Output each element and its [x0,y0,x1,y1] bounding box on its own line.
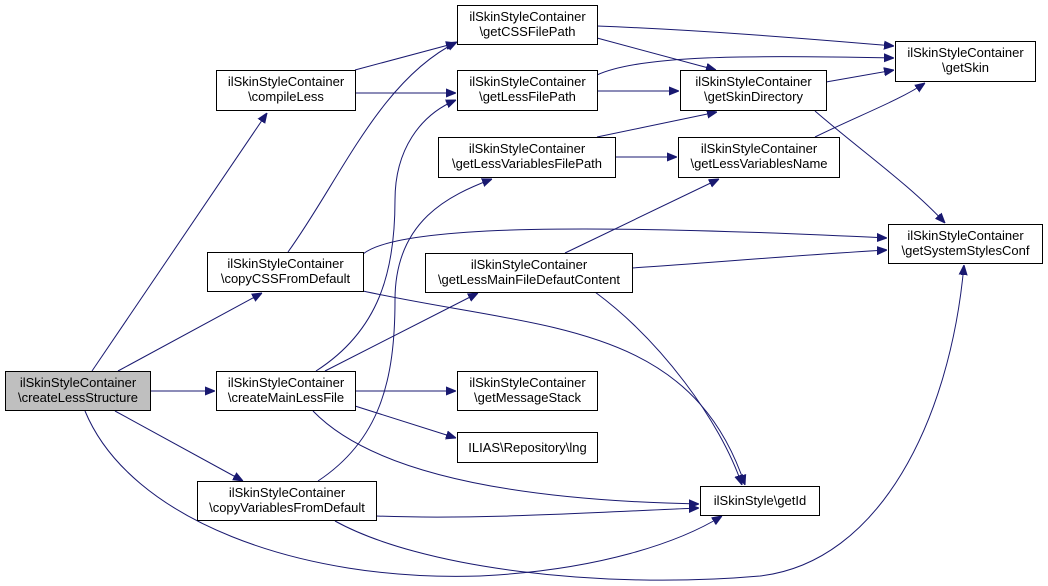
node-get-less-variables-name[interactable]: ilSkinStyleContainer \getLessVariablesNa… [678,137,840,178]
node-class-label: ilSkinStyleContainer [701,141,818,156]
edge-getLessFilePath-getSkin [596,57,894,76]
node-method-label: \compileLess [248,89,324,104]
node-label: ilSkinStyle\getId [714,493,807,508]
node-box[interactable] [457,5,598,45]
node-box[interactable] [457,70,598,111]
node-get-less-variables-file-path[interactable]: ilSkinStyleContainer \getLessVariablesFi… [438,137,616,178]
node-box[interactable] [457,432,598,463]
node-method-label: \copyCSSFromDefault [221,271,351,286]
node-compile-less[interactable]: ilSkinStyleContainer \compileLess [216,70,356,111]
node-box [5,371,151,411]
edge-createLessStructure-copyVariablesFromDefault [114,410,243,481]
node-get-less-main-file-defaut-content[interactable]: ilSkinStyleContainer \getLessMainFileDef… [425,253,633,293]
node-box[interactable] [888,224,1043,264]
node-method-label: \getLessMainFileDefautContent [438,272,620,287]
node-box[interactable] [216,371,356,411]
node-get-system-styles-conf[interactable]: ilSkinStyleContainer \getSystemStylesCon… [888,224,1043,264]
node-method-label: \getSkinDirectory [704,89,803,104]
edge-getSkinDirectory-getSkin [825,70,894,83]
node-box[interactable] [197,481,377,521]
edge-getLessVariablesFilePath-getSkinDirectory [596,112,717,138]
node-method-label: \createLessStructure [18,390,138,405]
nodes: ilSkinStyleContainer \createLessStructur… [5,5,1043,521]
node-class-label: ilSkinStyleContainer [469,9,586,24]
node-class-label: ilSkinStyleContainer [907,45,1024,60]
node-method-label: \getLessVariablesFilePath [452,156,602,171]
node-box[interactable] [425,253,633,293]
node-class-label: ilSkinStyleContainer [469,375,586,390]
edge-getLessVariablesName-getSkin [814,83,925,138]
edge-copyCSSFromDefault-getId [362,290,745,485]
edge-copyVariablesFromDefault-getSystemStylesConf [334,265,964,581]
edge-createMainLessFile-getLessFilePath [315,100,456,372]
node-method-label: \createMainLessFile [228,390,344,405]
node-method-label: \getSkin [942,60,989,75]
edge-copyCSSFromDefault-getCSSFilePath [287,42,457,253]
node-method-label: \getMessageStack [474,390,581,405]
edge-createLessStructure-compileLess [91,113,267,372]
node-box[interactable] [207,252,364,292]
node-box[interactable] [216,70,356,111]
node-box[interactable] [680,70,827,111]
node-copy-variables-from-default[interactable]: ilSkinStyleContainer \copyVariablesFromD… [197,481,377,521]
edges [84,25,964,581]
node-class-label: ilSkinStyleContainer [228,74,345,89]
node-method-label: \getCSSFilePath [479,24,575,39]
edge-createLessStructure-copyCSSFromDefault [117,293,262,372]
edge-getLessMainFileDefautContent-getSystemStylesConf [631,250,887,269]
edge-createMainLessFile-getId [312,410,699,504]
node-class-label: ilSkinStyleContainer [469,141,586,156]
node-class-label: ilSkinStyleContainer [20,375,137,390]
node-method-label: \getLessVariablesName [690,156,827,171]
node-box[interactable] [895,41,1036,82]
node-create-main-less-file[interactable]: ilSkinStyleContainer \createMainLessFile [216,371,356,411]
edge-copyCSSFromDefault-getSystemStylesConf [362,228,887,255]
node-skin-style-get-id[interactable]: ilSkinStyle\getId [700,486,820,516]
node-get-message-stack[interactable]: ilSkinStyleContainer \getMessageStack [457,371,598,411]
node-box[interactable] [678,137,840,178]
node-method-label: \getLessFilePath [479,89,576,104]
node-create-less-structure: ilSkinStyleContainer \createLessStructur… [5,371,151,411]
edge-getSkinDirectory-getSystemStylesConf [814,110,945,223]
node-box[interactable] [457,371,598,411]
node-label: ILIAS\Repository\lng [468,440,587,455]
edge-createMainLessFile-lng [354,405,456,438]
node-get-skin-directory[interactable]: ilSkinStyleContainer \getSkinDirectory [680,70,827,111]
node-box[interactable] [438,137,616,178]
edge-copyVariablesFromDefault-getId [375,508,699,518]
node-class-label: ilSkinStyleContainer [227,256,344,271]
node-class-label: ilSkinStyleContainer [907,228,1024,243]
node-get-less-file-path[interactable]: ilSkinStyleContainer \getLessFilePath [457,70,598,111]
node-box[interactable] [700,486,820,516]
node-class-label: ilSkinStyleContainer [229,485,346,500]
node-method-label: \getSystemStylesConf [902,243,1030,258]
node-class-label: ilSkinStyleContainer [228,375,345,390]
edge-copyVariablesFromDefault-getLessVariablesFilePath [317,179,492,482]
node-class-label: ilSkinStyleContainer [469,74,586,89]
node-method-label: \copyVariablesFromDefault [209,500,365,515]
node-copy-css-from-default[interactable]: ilSkinStyleContainer \copyCSSFromDefault [207,252,364,292]
edge-getCSSFilePath-getSkin [596,25,894,46]
edge-createMainLessFile-getLessMainFileDefautContent [324,293,478,372]
node-get-skin[interactable]: ilSkinStyleContainer \getSkin [895,41,1036,82]
node-class-label: ilSkinStyleContainer [471,257,588,272]
edge-compileLess-getCSSFilePath [354,43,456,71]
edge-getCSSFilePath-getSkinDirectory [596,37,716,70]
node-repository-lng[interactable]: ILIAS\Repository\lng [457,432,598,463]
edge-createLessStructure-getId [84,410,722,577]
node-get-css-file-path[interactable]: ilSkinStyleContainer \getCSSFilePath [457,5,598,45]
edge-getLessMainFileDefautContent-getLessVariablesName [564,179,719,254]
edge-getLessMainFileDefautContent-getId [594,291,742,485]
node-class-label: ilSkinStyleContainer [695,74,812,89]
